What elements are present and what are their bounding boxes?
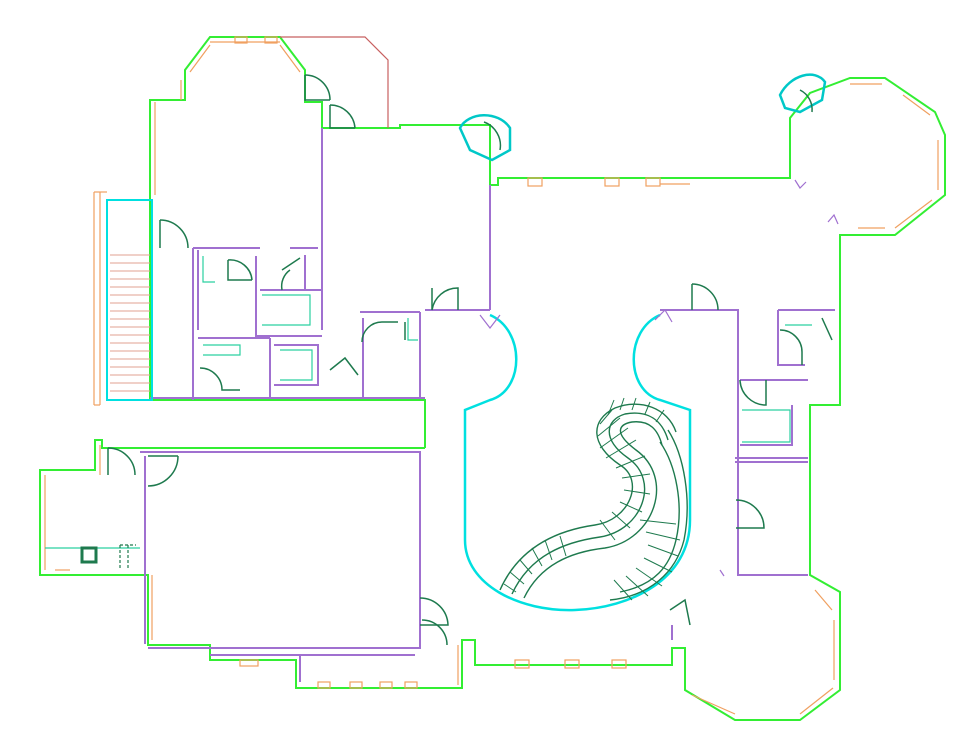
doors bbox=[107, 74, 833, 646]
bay-window-north-east bbox=[778, 73, 827, 114]
exterior-wall-north-west-wing bbox=[39, 36, 946, 721]
interior-walls bbox=[140, 128, 835, 682]
roof-edge bbox=[280, 36, 389, 128]
exterior-walls bbox=[39, 36, 946, 721]
central-hall-outline bbox=[463, 313, 692, 612]
fixtures bbox=[45, 256, 812, 568]
spiral-staircase bbox=[499, 397, 688, 601]
windows bbox=[44, 36, 939, 715]
central-hall bbox=[463, 313, 692, 612]
west-stair bbox=[106, 199, 153, 401]
exterior-wall-west-upper bbox=[149, 200, 426, 448]
wall-notches bbox=[479, 179, 839, 577]
bay-windows bbox=[458, 73, 827, 162]
bay-window-north-center bbox=[458, 114, 512, 162]
